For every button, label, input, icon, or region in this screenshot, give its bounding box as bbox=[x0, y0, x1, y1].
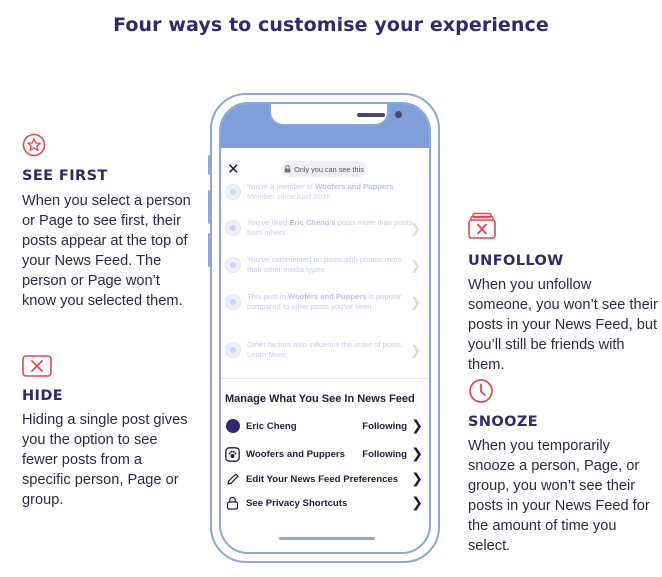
lock-icon bbox=[225, 496, 240, 511]
paw-icon bbox=[225, 446, 240, 462]
lock-icon bbox=[284, 165, 291, 173]
feature-heading: HIDE bbox=[22, 388, 64, 404]
clock-icon bbox=[469, 379, 493, 403]
reason-text: This post in Woofers and Puppers is popu… bbox=[247, 292, 417, 311]
manage-row-label: Woofers and Puppers bbox=[246, 448, 345, 460]
phone-header-band bbox=[221, 104, 429, 148]
reason-text-part: You’re a member of bbox=[247, 182, 316, 191]
like-icon bbox=[225, 220, 241, 236]
reason-text: Other factors also influence the order o… bbox=[247, 340, 417, 359]
reason-text: You’ve commented on posts with photos mo… bbox=[247, 255, 417, 274]
phone-notch bbox=[269, 104, 402, 126]
close-icon[interactable]: ✕ bbox=[227, 160, 240, 178]
reason-text: You’ve liked Eric Cheng’s posts more tha… bbox=[247, 218, 417, 237]
chevron-right-icon: ❯ bbox=[410, 259, 421, 274]
manage-row-label: See Privacy Shortcuts bbox=[246, 497, 348, 509]
chevron-right-icon: ❯ bbox=[410, 344, 421, 359]
reason-subtext: Member since April 2012 bbox=[247, 191, 331, 201]
phone-camera bbox=[395, 111, 402, 118]
reason-text-part: Other factors also influence the order o… bbox=[247, 340, 403, 359]
phone-side-button bbox=[208, 190, 212, 224]
phone-screen-frame: ✕ Only you can see this You’re a member … bbox=[219, 102, 431, 554]
feature-body: When you temporarily snooze a person, Pa… bbox=[468, 438, 650, 554]
feature-snooze: SNOOZE When you temporarily snooze a per… bbox=[468, 378, 658, 556]
group-icon bbox=[225, 184, 241, 200]
comment-icon bbox=[225, 294, 241, 310]
home-indicator[interactable] bbox=[279, 537, 375, 540]
avatar bbox=[225, 419, 240, 434]
following-status[interactable]: Following bbox=[362, 420, 407, 432]
manage-row-eric-cheng[interactable]: Eric Cheng Following ❯ bbox=[225, 417, 423, 435]
reason-text-part: You’ve commented on posts with photos mo… bbox=[247, 255, 403, 274]
feature-heading: SNOOZE bbox=[468, 414, 539, 430]
manage-row-label: Eric Cheng bbox=[246, 420, 297, 432]
chevron-right-icon: ❯ bbox=[411, 471, 423, 487]
following-status[interactable]: Following bbox=[362, 448, 407, 460]
star-icon bbox=[22, 133, 46, 157]
reason-text-part: is popular compared to other posts you’v… bbox=[247, 292, 402, 311]
feature-see-first: SEE FIRST When you select a person or Pa… bbox=[22, 133, 192, 311]
manage-title: Manage What You See In News Feed bbox=[225, 393, 415, 405]
feature-heading: SEE FIRST bbox=[22, 168, 108, 184]
close-box-icon bbox=[22, 355, 52, 377]
phone-side-button bbox=[208, 155, 212, 175]
privacy-pill-label: Only you can see this bbox=[294, 164, 364, 174]
pencil-icon bbox=[225, 472, 240, 487]
reason-text-bold: Woofers and Puppers bbox=[287, 292, 367, 301]
chevron-right-icon: ❯ bbox=[411, 446, 423, 462]
page-title: Four ways to customise your experience bbox=[113, 14, 549, 36]
phone-screen: ✕ Only you can see this You’re a member … bbox=[221, 148, 429, 552]
manage-row-edit-preferences[interactable]: Edit Your News Feed Preferences ❯ bbox=[225, 470, 423, 488]
privacy-pill: Only you can see this bbox=[281, 161, 367, 177]
reason-item[interactable]: You’ve commented on posts with photos mo… bbox=[225, 255, 423, 289]
manage-row-label: Edit Your News Feed Preferences bbox=[246, 473, 399, 485]
phone-side-button bbox=[208, 233, 212, 267]
chevron-right-icon: ❯ bbox=[411, 418, 423, 434]
feature-body: When you unfollow someone, you won’t see… bbox=[468, 277, 658, 373]
unfollow-stack-icon bbox=[468, 212, 496, 239]
manage-row-privacy-shortcuts[interactable]: See Privacy Shortcuts ❯ bbox=[225, 494, 423, 512]
reason-text-bold: Woofers and Puppers bbox=[315, 182, 394, 191]
chevron-right-icon: ❯ bbox=[410, 296, 421, 311]
reason-item[interactable]: You’ve liked Eric Cheng’s posts more tha… bbox=[225, 218, 423, 252]
chevron-right-icon: ❯ bbox=[411, 495, 423, 511]
feature-body: Hiding a single post gives you the optio… bbox=[22, 412, 188, 508]
reason-text-part: posts more than posts from others bbox=[247, 218, 413, 237]
reason-item[interactable]: Other factors also influence the order o… bbox=[225, 340, 423, 374]
reason-text-part: You’ve liked bbox=[247, 218, 290, 227]
reason-item[interactable]: This post in Woofers and Puppers is popu… bbox=[225, 292, 423, 326]
chevron-right-icon: ❯ bbox=[410, 222, 421, 237]
feature-body: When you select a person or Page to see … bbox=[22, 193, 191, 309]
feature-hide: HIDE Hiding a single post gives you the … bbox=[22, 354, 192, 510]
reason-text-part: This post in bbox=[247, 292, 288, 301]
divider bbox=[221, 378, 429, 379]
feature-heading: UNFOLLOW bbox=[468, 253, 564, 269]
reason-text-bold: Eric Cheng’s bbox=[289, 218, 336, 227]
photo-icon bbox=[225, 257, 241, 273]
feature-unfollow: UNFOLLOW When you unfollow someone, you … bbox=[468, 212, 658, 375]
manage-row-woofers[interactable]: Woofers and Puppers Following ❯ bbox=[225, 445, 423, 463]
phone-illustration: ✕ Only you can see this You’re a member … bbox=[208, 93, 440, 563]
phone-speaker bbox=[357, 113, 385, 117]
settings-icon bbox=[225, 342, 241, 358]
